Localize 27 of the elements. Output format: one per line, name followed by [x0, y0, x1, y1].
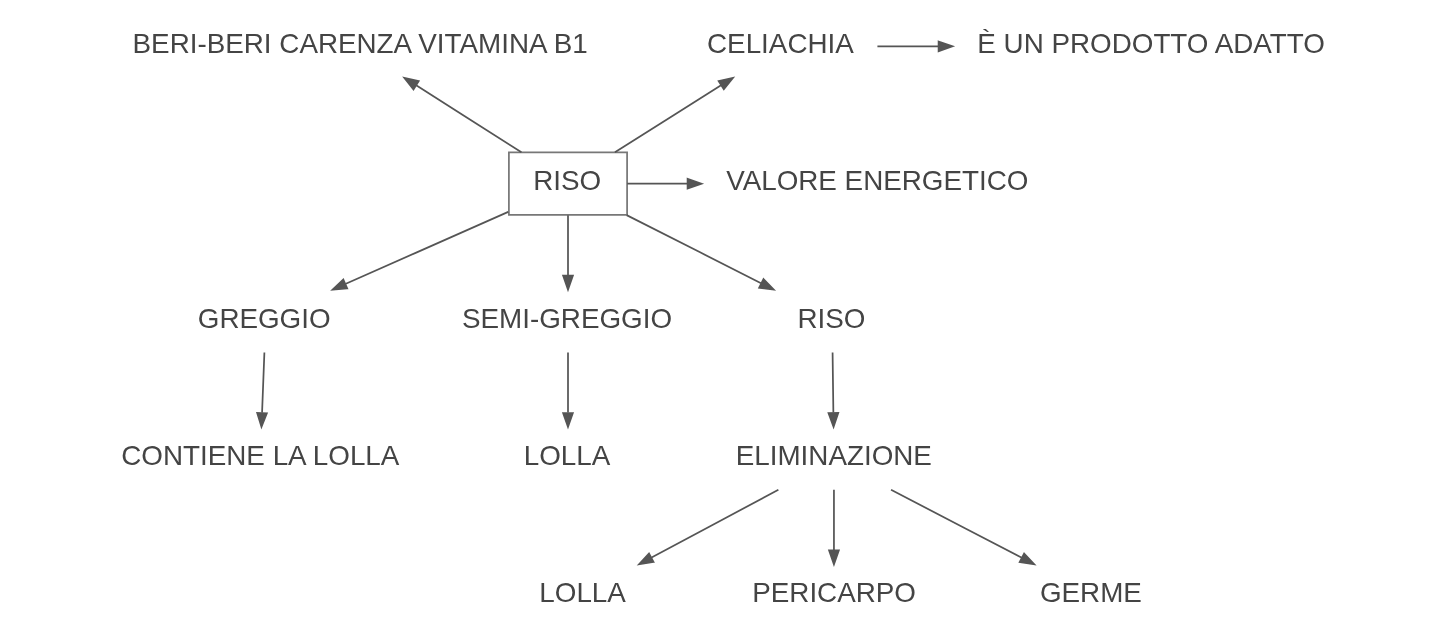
node-text: ELIMINAZIONE	[735, 439, 932, 471]
arrow	[636, 488, 780, 566]
arrow	[876, 40, 956, 53]
node-text: È UN PRODOTTO ADATTO	[977, 27, 1325, 59]
node-box: RISO	[508, 151, 628, 216]
node-text: PERICARPO	[752, 577, 916, 609]
arrow	[626, 177, 705, 190]
node-text: CELIACHIA	[707, 27, 854, 59]
node-text: SEMI-GREGGIO	[461, 302, 673, 334]
arrow	[614, 76, 736, 154]
arrow	[256, 351, 269, 430]
node-text: GERME	[1039, 577, 1142, 609]
node-text: VALORE ENERGETICO	[726, 165, 1029, 197]
node-text: GREGGIO	[197, 302, 331, 334]
node-text: RISO	[797, 302, 866, 334]
node-text: LOLLA	[539, 577, 626, 609]
arrow	[330, 211, 510, 291]
arrow	[402, 76, 523, 154]
node-text: LOLLA	[523, 439, 611, 471]
node-text: CONTIENE LA LOLLA	[121, 439, 400, 471]
arrow	[890, 488, 1037, 566]
arrow	[561, 351, 575, 430]
arrow	[625, 214, 777, 291]
arrow	[827, 351, 840, 430]
arrow	[561, 214, 575, 293]
arrow	[827, 488, 841, 567]
node-text: BERI-BERI CARENZA VITAMINA B1	[132, 27, 588, 59]
